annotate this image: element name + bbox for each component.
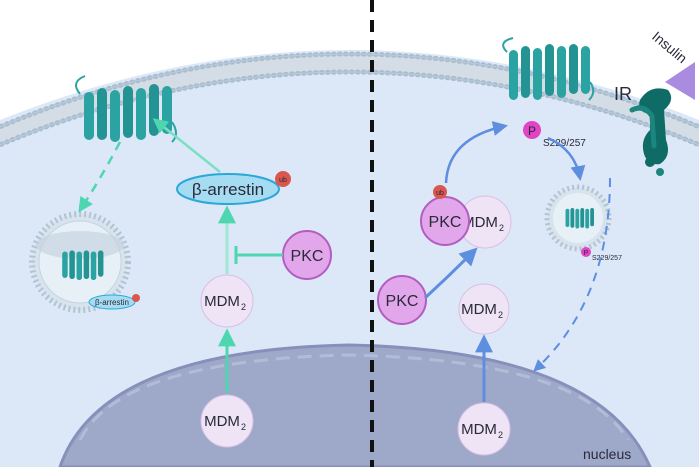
svg-text:2: 2: [498, 430, 503, 440]
mdm2-node-left-nuc: MDM 2: [200, 394, 254, 448]
svg-text:S229/257: S229/257: [543, 138, 586, 149]
beta-arrestin-label: β-arrestin: [192, 180, 264, 199]
svg-text:ub: ub: [436, 190, 444, 197]
pkc-node-right-ub: PKC ub: [420, 185, 470, 246]
svg-text:2: 2: [241, 302, 246, 312]
insulin-receptor-icon: IR: [614, 84, 672, 176]
svg-text:MDM: MDM: [461, 421, 497, 438]
beta-arrestin-small-label: β-arrestin: [95, 298, 129, 307]
svg-text:P: P: [584, 250, 589, 257]
svg-text:ub: ub: [279, 177, 287, 184]
right-arrows: [423, 121, 611, 402]
svg-text:PKC: PKC: [386, 293, 419, 310]
mdm2-node-right-cyto: MDM 2: [458, 283, 510, 335]
phosphate-badge-icon: P S229/257: [523, 121, 586, 149]
mdm2-node-complex: MDM 2: [458, 195, 512, 249]
cell-cytoplasm: [0, 50, 699, 467]
endosome-vesicle-icon: β-arrestin: [29, 211, 140, 313]
mdm2-node-right-nuc: MDM 2: [457, 402, 511, 456]
pkc-node-right: PKC: [377, 275, 427, 325]
svg-text:PKC: PKC: [291, 248, 324, 265]
svg-text:MDM: MDM: [462, 214, 498, 231]
svg-text:2: 2: [498, 310, 503, 320]
svg-text:S229/257: S229/257: [592, 255, 622, 262]
ubiquitin-badge-icon: [275, 171, 291, 187]
beta-arrestin-small: [88, 294, 136, 310]
svg-text:MDM: MDM: [204, 293, 240, 310]
svg-text:P: P: [528, 124, 536, 138]
svg-text:MDM: MDM: [204, 413, 240, 430]
svg-text:MDM: MDM: [461, 301, 497, 318]
ubiquitin-badge-icon: [433, 185, 447, 199]
endosome-vesicle-icon: P S229/257: [544, 184, 622, 262]
svg-text:Insulin: Insulin: [649, 28, 690, 66]
svg-text:2: 2: [241, 422, 246, 432]
svg-text:2: 2: [499, 223, 504, 233]
left-arrows: [78, 118, 283, 393]
gpcr-receptor-icon: [502, 37, 595, 101]
gpcr-receptor-icon: [75, 75, 177, 143]
nucleus-label: nucleus: [583, 446, 631, 462]
beta-arrestin-node: β-arrestin ub: [176, 171, 291, 205]
svg-text:IR: IR: [614, 84, 632, 104]
pkc-node-left: PKC: [282, 230, 332, 280]
svg-text:PKC: PKC: [429, 214, 462, 231]
ubiquitin-badge-icon: [132, 294, 140, 302]
mdm2-node-left-cyto: MDM 2: [200, 274, 254, 328]
